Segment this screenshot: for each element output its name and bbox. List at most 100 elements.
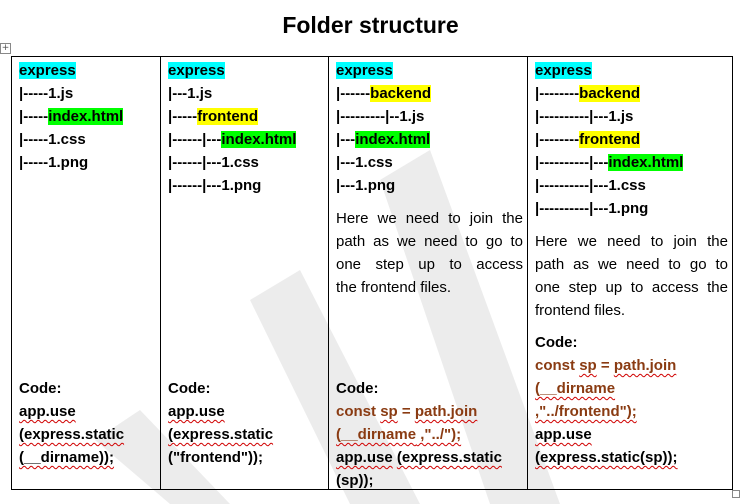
- code-token: (sp));: [336, 472, 374, 489]
- highlighted-name: express: [19, 62, 76, 79]
- page-title: Folder structure: [282, 12, 459, 38]
- note-line: path as we need to go to: [336, 233, 523, 250]
- code-token: ,"../frontend");: [535, 403, 637, 420]
- tree-text: |------|---1.css: [168, 154, 259, 171]
- code-token: sp: [380, 403, 398, 420]
- tree-text: |---------|--1.js: [336, 108, 425, 125]
- tree-line: |--------backend: [535, 82, 728, 105]
- tree-line: |------|---1.css: [168, 151, 324, 174]
- tree-text: |---1.js: [168, 85, 213, 102]
- tree-text: |----------|---1.css: [535, 177, 646, 194]
- column-3: express |------backend |---------|--1.js |-…: [328, 56, 528, 492]
- tree-text: |---: [336, 131, 356, 148]
- note-line: one step up to access the: [535, 279, 728, 296]
- highlighted-name: express: [336, 62, 393, 79]
- tree-line: |---1.png: [336, 174, 523, 197]
- folder-structure-table: express|-----1.js|-----index.html|-----1…: [11, 56, 733, 490]
- tree-text: |----------|---1.png: [535, 200, 649, 217]
- tree-text: |-----: [168, 108, 198, 125]
- tree-line: express: [336, 59, 523, 82]
- code-line: app.use: [19, 400, 156, 423]
- column-2: express|---1.js|-----frontend|------|---…: [160, 56, 329, 490]
- table-resize-handle[interactable]: [732, 490, 740, 498]
- code-line: const sp = path.join: [336, 400, 523, 423]
- tree-line: |-----frontend: [168, 105, 324, 128]
- highlighted-name: backend: [579, 85, 641, 102]
- code-token: =: [397, 403, 415, 420]
- code-token: (express.static: [19, 426, 125, 443]
- highlighted-name: index.html: [221, 131, 297, 148]
- highlighted-name: index.html: [48, 108, 124, 125]
- tree-line: |-----index.html: [19, 105, 156, 128]
- code-token: const: [336, 403, 377, 420]
- tree-line: |----------|---1.css: [535, 174, 728, 197]
- code-line: (__dirname ,"../");: [336, 423, 523, 446]
- code-line: (__dirname: [535, 377, 728, 400]
- code-block: Code:const sp = path.join(__dirname ,"..…: [336, 377, 523, 492]
- tree-line: express: [535, 59, 728, 82]
- tree-line: |---index.html: [336, 128, 523, 151]
- code-token: (express.static: [168, 426, 274, 443]
- tree-text: |------: [336, 85, 371, 102]
- code-token: const: [535, 357, 576, 374]
- code-label: Code:: [535, 334, 578, 351]
- code-token: path.join: [414, 403, 478, 420]
- highlighted-name: index.html: [355, 131, 431, 148]
- tree-text: |--------: [535, 85, 580, 102]
- code-token: path.join: [613, 357, 677, 374]
- code-token: (express.static: [396, 449, 502, 466]
- code-line: (sp));: [336, 469, 523, 492]
- tree-text: |-----1.png: [19, 154, 89, 171]
- code-token: ,"../");: [416, 426, 462, 443]
- code-token: app.use: [19, 403, 76, 420]
- tree-text: |---1.png: [336, 177, 396, 194]
- tree-line: |---1.js: [168, 82, 324, 105]
- highlighted-name: frontend: [579, 131, 640, 148]
- tree-line: |----------|---index.html: [535, 151, 728, 174]
- tree-text: |-----: [19, 108, 49, 125]
- code-label: Code:: [168, 380, 211, 397]
- highlighted-name: express: [535, 62, 592, 79]
- code-token: (express.static(sp));: [535, 449, 678, 466]
- note-line: frontend files.: [535, 302, 626, 319]
- code-token: (__dirname: [336, 426, 417, 443]
- code-block: Code: app.use (express.static ("frontend"))…: [168, 377, 324, 469]
- tree-line: |---------|--1.js: [336, 105, 523, 128]
- code-block: Code: app.use (express.static (__dirname));: [19, 377, 156, 469]
- highlighted-name: express: [168, 62, 225, 79]
- column-1: express|-----1.js|-----index.html|-----1…: [11, 56, 161, 490]
- highlighted-name: frontend: [197, 108, 259, 125]
- highlighted-name: index.html: [608, 154, 684, 171]
- code-line: app.use: [535, 423, 728, 446]
- tree-line: |-----1.js: [19, 82, 156, 105]
- code-label: Code:: [19, 380, 62, 397]
- code-line: ,"../frontend");: [535, 400, 728, 423]
- code-line: app.use: [168, 400, 324, 423]
- code-token: (__dirname: [535, 380, 616, 397]
- tree-line: |--------frontend: [535, 128, 728, 151]
- code-block: Code: const sp = path.join (__dirname ,"../…: [535, 331, 728, 469]
- tree-text: |----------|---1.js: [535, 108, 634, 125]
- tree-text: |-----1.css: [19, 131, 86, 148]
- tree-line: |-----1.css: [19, 128, 156, 151]
- code-line: (express.static: [19, 423, 156, 446]
- note-line: one step up to access: [336, 256, 523, 273]
- tree-line: |----------|---1.js: [535, 105, 728, 128]
- tree-line: |------|---index.html: [168, 128, 324, 151]
- tree-text: |------|---1.png: [168, 177, 262, 194]
- code-label: Code:: [336, 380, 379, 397]
- highlighted-name: backend: [370, 85, 432, 102]
- code-token: app.use: [336, 449, 393, 466]
- code-token: sp: [579, 357, 597, 374]
- note-line: the frontend files.: [336, 279, 452, 296]
- table-move-handle-icon[interactable]: +: [0, 43, 11, 54]
- code-token: (__dirname));: [19, 449, 115, 466]
- code-token: ("frontend"));: [168, 449, 264, 466]
- code-token: app.use: [168, 403, 225, 420]
- tree-line: |----------|---1.png: [535, 197, 728, 220]
- code-token: =: [596, 357, 614, 374]
- code-line: (express.static: [168, 423, 324, 446]
- tree-line: |-----1.png: [19, 151, 156, 174]
- code-line: ("frontend"));: [168, 446, 324, 469]
- code-line: app.use (express.static: [336, 446, 523, 469]
